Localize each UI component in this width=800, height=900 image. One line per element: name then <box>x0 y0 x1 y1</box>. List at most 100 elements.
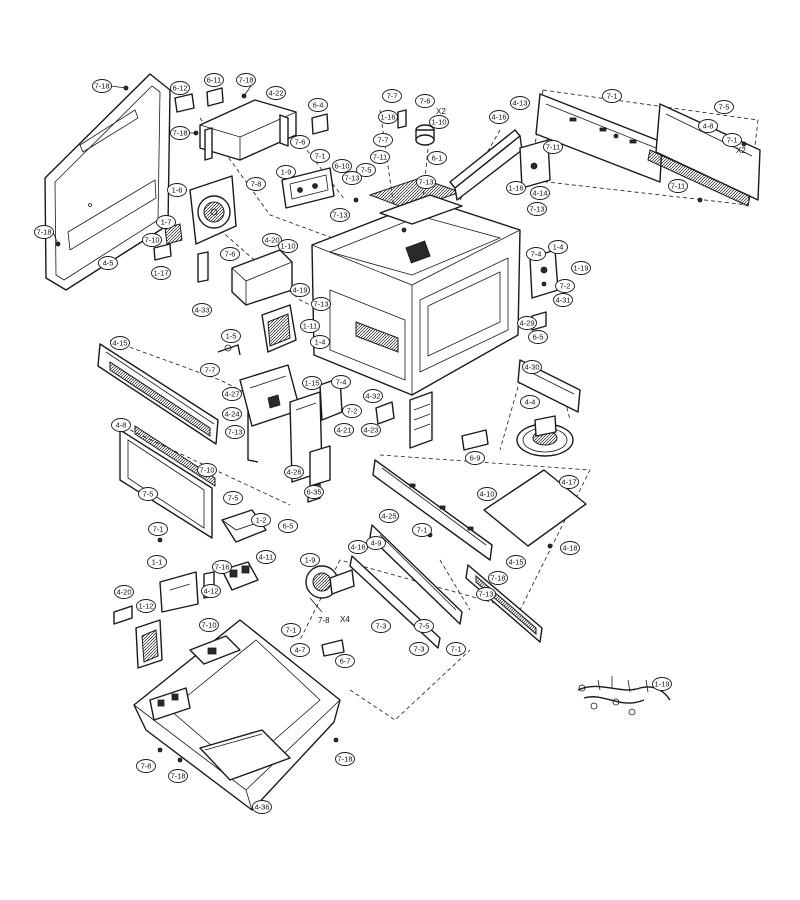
callout-text: 4-14 <box>532 189 547 198</box>
callout-4-8: 4-8 <box>698 119 718 133</box>
callout-7-13: 7-13 <box>225 425 245 439</box>
callout-text: 7-11 <box>671 182 685 191</box>
callout-text: 1-16 <box>380 113 395 122</box>
callout-bubble <box>300 319 320 333</box>
callout-bubble <box>722 133 742 147</box>
callout-4-22: 4-22 <box>266 86 286 100</box>
callout-bubble <box>465 451 485 465</box>
transformer-4-19 <box>261 304 297 353</box>
callout-text: 4-16 <box>350 543 365 552</box>
callout-6-4: 6-4 <box>308 98 328 112</box>
callout-bubble <box>332 159 352 173</box>
callout-bubble <box>278 239 298 253</box>
callout-text: 6-9 <box>470 454 481 463</box>
callout-text: 7-13 <box>478 590 493 599</box>
callout-bubble <box>330 208 350 222</box>
callout-text: 1-15 <box>304 379 319 388</box>
callout-4-9: 4-9 <box>366 536 386 550</box>
callout-bubble <box>302 376 322 390</box>
callout-text: 7-6 <box>420 97 431 106</box>
callout-text: 4-11 <box>259 553 273 562</box>
callout-text: 4-18 <box>562 544 577 553</box>
callout-1-16: 1-16 <box>506 181 526 195</box>
callout-text: 7-16 <box>214 563 229 572</box>
callout-4-29: 4-29 <box>517 316 537 330</box>
callout-text: 6-7 <box>340 657 351 666</box>
callout-bubble <box>156 215 176 229</box>
callout-text: 4-31 <box>555 296 570 305</box>
callout-text: 4-12 <box>203 587 218 596</box>
callout-7-1: 7-1 <box>446 642 466 656</box>
callout-bubble <box>284 465 304 479</box>
callout-bubble <box>363 389 383 403</box>
callout-bubble <box>334 423 354 437</box>
callout-text: 4-27 <box>224 390 239 399</box>
callout-text: 7-18 <box>94 82 109 91</box>
callout-text: 7-18 <box>172 129 187 138</box>
callout-text: 1-4 <box>315 338 326 347</box>
callout-6-35: 6-35 <box>304 485 324 499</box>
callout-text: 7-5 <box>719 103 730 112</box>
callout-bubble <box>602 89 622 103</box>
callout-7-5: 7-5 <box>138 487 158 501</box>
callout-4-36: 4-36 <box>252 800 272 814</box>
magnetron-top-1-10 <box>397 109 435 146</box>
callout-7-10: 7-10 <box>197 463 217 477</box>
callout-text: 6-5 <box>283 522 294 531</box>
callout-bubble <box>136 599 156 613</box>
callout-text: 7-13 <box>418 178 433 187</box>
callout-4-20: 4-20 <box>114 585 134 599</box>
callout-text: 7-18 <box>238 76 253 85</box>
callout-text: 7-11 <box>546 143 560 152</box>
callout-text: 7-13 <box>313 300 328 309</box>
callout-text: 7-1 <box>153 525 164 534</box>
callout-text: 1-17 <box>153 269 168 278</box>
callout-text: 1-9 <box>281 168 292 177</box>
callout-1-4: 1-4 <box>310 335 330 349</box>
callout-bubble <box>668 179 688 193</box>
callout-text: 7-4 <box>531 250 542 259</box>
callout-bubble <box>335 654 355 668</box>
callout-1-15: 1-15 <box>302 376 322 390</box>
callout-bubble <box>200 363 220 377</box>
callout-4-27: 4-27 <box>222 387 242 401</box>
callout-bubble <box>517 316 537 330</box>
callout-text: 4-22 <box>268 89 283 98</box>
callout-1-9: 1-9 <box>300 553 320 567</box>
callout-text: 7-18 <box>337 755 352 764</box>
callout-4-14: 4-14 <box>530 186 550 200</box>
callout-1-19: 1-19 <box>652 677 672 691</box>
callout-text: 7-10 <box>144 236 159 245</box>
callout-1-1: 1-1 <box>147 555 167 569</box>
callout-bubble <box>221 329 241 343</box>
callout-7-3: 7-3 <box>409 642 429 656</box>
callout-4-8: 4-8 <box>111 418 131 432</box>
callout-text: 7-8 <box>141 762 152 771</box>
callout-text: 7-10 <box>201 621 216 630</box>
callout-bubble <box>446 642 466 656</box>
callout-bubble <box>429 115 449 129</box>
callout-7-13: 7-13 <box>311 297 331 311</box>
callout-bubble <box>212 560 232 574</box>
callout-7-13: 7-13 <box>342 171 362 185</box>
callout-text: 7-1 <box>315 152 326 161</box>
callout-7-13: 7-13 <box>527 202 547 216</box>
callout-text: 7-18 <box>490 574 505 583</box>
callout-bubble <box>308 98 328 112</box>
fan-motor-1-6 <box>189 175 237 245</box>
callout-text: 1-6 <box>172 186 183 195</box>
callout-1-5: 1-5 <box>221 329 241 343</box>
callout-text: 7-18 <box>170 772 185 781</box>
callout-bubble <box>197 463 217 477</box>
callout-bubble <box>170 126 190 140</box>
callout-text: 7-2 <box>560 282 571 291</box>
label-6-7 <box>321 639 345 657</box>
callout-6-9: 6-9 <box>465 451 485 465</box>
callout-7-13: 7-13 <box>330 208 350 222</box>
callout-bubble <box>427 151 447 165</box>
callout-4-4: 4-4 <box>520 395 540 409</box>
callout-1-10: 1-10 <box>278 239 298 253</box>
callout-bubble <box>510 96 530 110</box>
callout-bubble <box>714 100 734 114</box>
callout-bubble <box>147 555 167 569</box>
